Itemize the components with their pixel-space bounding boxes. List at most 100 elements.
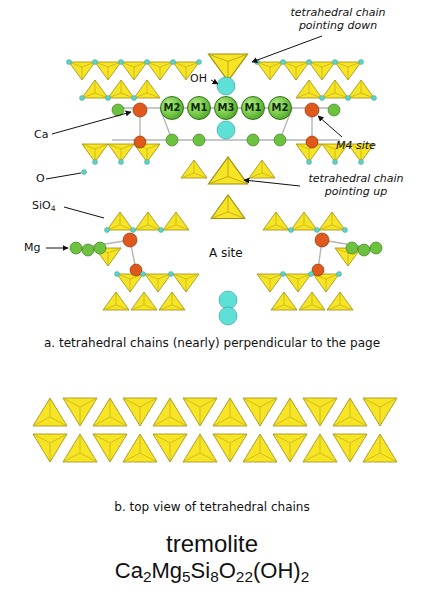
- illustration-part: [94, 242, 106, 254]
- structure-label: O: [36, 172, 45, 185]
- site-label: M1: [245, 103, 262, 113]
- illustration-part: [193, 134, 205, 146]
- illustration-part: [309, 62, 335, 80]
- illustration-part: [273, 398, 307, 426]
- illustration-part: [274, 134, 286, 146]
- illustration-part: [285, 274, 311, 292]
- illustration-part: [121, 62, 147, 80]
- illustration-part: [93, 60, 98, 65]
- illustration-part: [46, 248, 68, 249]
- illustration-part: [299, 292, 325, 310]
- illustration-part: [219, 307, 237, 325]
- illustration-part: [217, 77, 235, 95]
- illustration-part: [263, 212, 289, 230]
- illustration-part: [106, 96, 111, 101]
- illustration-part: [134, 80, 160, 98]
- illustration-part: [343, 228, 348, 233]
- illustration-part: [132, 96, 137, 101]
- illustration-part: [80, 96, 85, 101]
- illustration-part: [112, 139, 340, 140]
- illustration-part: [252, 36, 322, 62]
- illustration-part: [173, 274, 199, 292]
- illustration-part: [135, 212, 161, 230]
- illustration-part: [283, 62, 309, 80]
- illustration-part: [273, 434, 307, 462]
- illustration-part: [315, 233, 329, 247]
- illustration-part: [133, 103, 147, 117]
- illustration-part: [63, 434, 97, 462]
- illustration-part: [153, 398, 187, 426]
- illustration-part: [33, 398, 67, 426]
- illustration-part: [313, 274, 339, 292]
- illustration-part: [333, 160, 338, 165]
- illustration-part: [131, 228, 136, 233]
- site-label: M2: [164, 103, 181, 113]
- illustration-part: [359, 160, 364, 165]
- site-label: M1: [191, 103, 208, 113]
- illustration-part: [145, 60, 150, 65]
- structure-label: Ca: [34, 128, 48, 141]
- illustration-part: [183, 434, 217, 462]
- illustration-part: [153, 434, 187, 462]
- illustration-part: [243, 434, 277, 462]
- illustration-part: [69, 62, 95, 80]
- illustration-part: [134, 136, 146, 148]
- illustration-part: [93, 160, 98, 165]
- illustration-part: [166, 134, 178, 146]
- illustration-part: [213, 398, 247, 426]
- illustration-part: [123, 233, 137, 247]
- illustration-part: [370, 242, 382, 254]
- illustration-part: [181, 160, 207, 178]
- illustration-part: [363, 434, 397, 462]
- cation-site: M2: [160, 96, 184, 120]
- illustration-part: [333, 60, 338, 65]
- illustration-part: [337, 272, 342, 277]
- illustration-part: [123, 398, 157, 426]
- illustration-part: [67, 60, 377, 277]
- illustration-part: [363, 398, 397, 426]
- illustration-part: [319, 212, 345, 230]
- illustration-part: [359, 60, 364, 65]
- illustration-part: [271, 292, 297, 310]
- illustration-part: [335, 62, 361, 80]
- illustration-part: [115, 272, 120, 277]
- cation-site: M1: [187, 96, 211, 120]
- illustration-part: [105, 228, 110, 233]
- figure-caption: a. tetrahedral chains (nearly) perpendic…: [0, 336, 424, 350]
- illustration-part: [213, 434, 247, 462]
- illustration-part: [249, 160, 275, 178]
- illustration-part: [281, 272, 286, 277]
- structure-label: OH: [190, 72, 207, 85]
- illustration-part: [322, 80, 348, 98]
- structure-label: tetrahedral chain pointing down: [282, 6, 394, 32]
- illustration-part: [171, 60, 176, 65]
- illustration-part: [303, 398, 337, 426]
- illustration-part: [33, 434, 67, 462]
- illustration-part: [257, 62, 283, 80]
- structure-label: SiO4: [32, 199, 56, 212]
- site-label: M2: [272, 103, 289, 113]
- illustration-part: [145, 160, 150, 165]
- illustration-part: [309, 272, 314, 277]
- cation-site: M2: [268, 96, 292, 120]
- illustration-part: [82, 170, 87, 175]
- illustration-part: [119, 60, 124, 65]
- illustration-part: [219, 291, 237, 309]
- illustration-part: [328, 104, 340, 116]
- illustration-part: [318, 116, 342, 137]
- illustration-part: [217, 121, 235, 139]
- illustration-part: [327, 292, 353, 310]
- illustration-part: [141, 272, 146, 277]
- illustration-part: [64, 207, 104, 218]
- illustration-part: [307, 160, 312, 165]
- illustration-part: [211, 80, 218, 84]
- illustration-part: [130, 264, 142, 276]
- illustration-part: [82, 80, 108, 98]
- illustration-part: [306, 136, 318, 148]
- illustration-part: [257, 274, 283, 292]
- illustration-part: [303, 434, 337, 462]
- chemical-formula: Ca2Mg5Si8O22(OH)2: [0, 558, 424, 584]
- illustration-part: [289, 228, 294, 233]
- illustration-part: [247, 134, 259, 146]
